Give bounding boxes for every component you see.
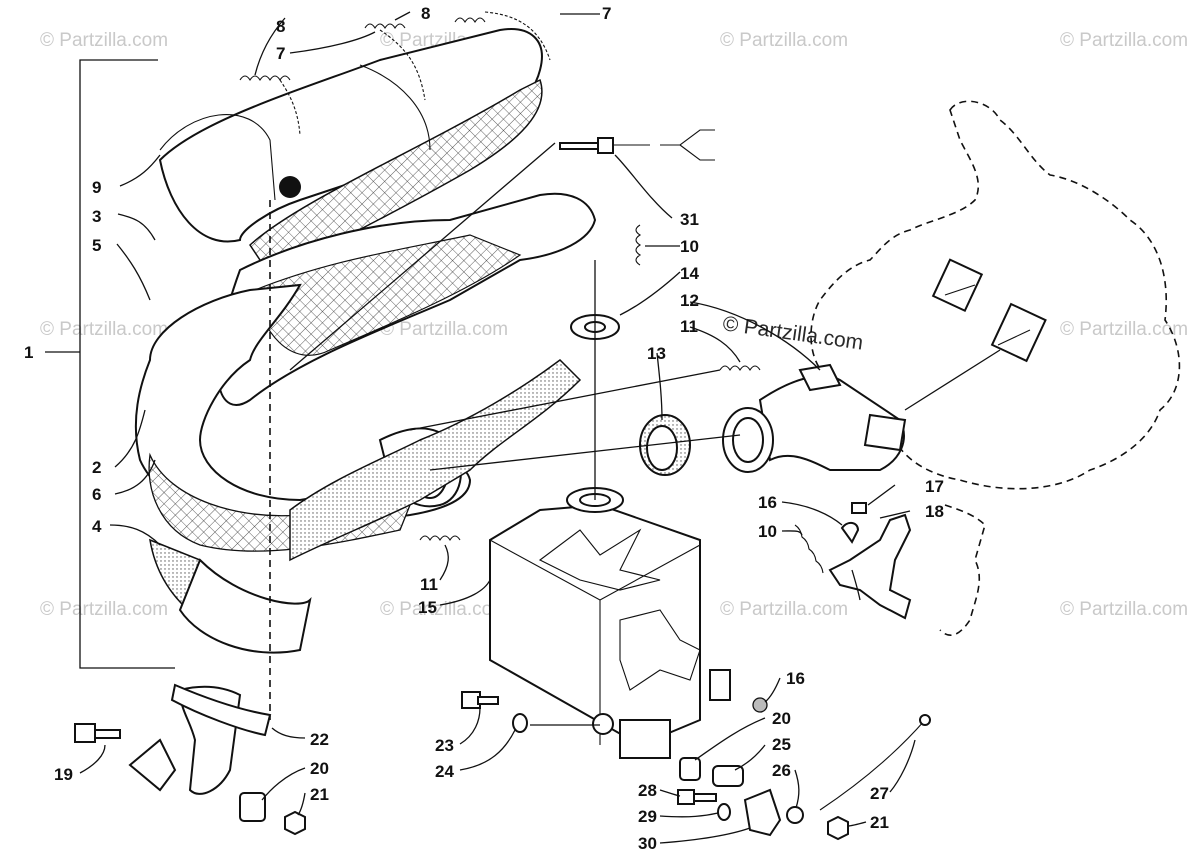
callout-5: 5 xyxy=(92,236,101,255)
callout-10-upper: 10 xyxy=(680,237,699,256)
watermark: © Partzilla.com xyxy=(40,599,168,620)
callout-16-upper: 16 xyxy=(758,493,777,512)
callout-23: 23 xyxy=(435,736,454,755)
callout-9: 9 xyxy=(92,178,101,197)
callout-21-right: 21 xyxy=(870,813,889,832)
resonator-box-15 xyxy=(489,487,731,759)
callout-7-left: 7 xyxy=(276,44,285,63)
watermark: © Partzilla.com xyxy=(1060,599,1188,620)
callout-27: 27 xyxy=(870,784,889,803)
callout-29: 29 xyxy=(638,807,657,826)
callout-20-right: 20 xyxy=(772,709,791,728)
hardware xyxy=(74,11,931,841)
exhaust-manifold-12 xyxy=(722,363,907,473)
callout-10-lower: 10 xyxy=(758,522,777,541)
callout-26: 26 xyxy=(772,761,791,780)
callout-28: 28 xyxy=(638,781,657,800)
watermark: © Partzilla.com xyxy=(1060,319,1188,340)
callout-15: 15 xyxy=(418,598,437,617)
watermark: © Partzilla.com xyxy=(40,30,168,51)
callout-20-lower: 20 xyxy=(310,759,329,778)
assembly-bracket-1 xyxy=(45,59,175,669)
callout-22: 22 xyxy=(310,730,329,749)
callout-25: 25 xyxy=(772,735,791,754)
callout-12: 12 xyxy=(680,291,699,310)
assembly-lines xyxy=(269,142,1001,726)
callout-31: 31 xyxy=(680,210,699,229)
callout-17: 17 xyxy=(925,477,944,496)
leader-lines xyxy=(79,11,916,844)
callout-11-lower: 11 xyxy=(420,575,438,594)
callout-13: 13 xyxy=(647,344,666,363)
bracket-18 xyxy=(828,513,912,620)
watermark: © Partzilla.com xyxy=(380,599,508,620)
watermark: © Partzilla.com xyxy=(40,319,168,340)
callout-4: 4 xyxy=(92,517,102,536)
callout-labels: 1 2 3 4 5 6 7 7 8 8 9 10 10 11 11 12 13 … xyxy=(24,4,944,853)
watermark: © Partzilla.com xyxy=(1060,30,1188,51)
callout-11-upper: 11 xyxy=(680,317,698,336)
watermark: © Partzilla.com xyxy=(720,599,848,620)
engine-mount-bracket-outline xyxy=(939,504,986,636)
watermark: © Partzilla.com xyxy=(380,319,508,340)
engine-studs xyxy=(931,258,1047,363)
callout-7-top: 7 xyxy=(602,4,611,23)
callout-24: 24 xyxy=(435,762,454,781)
callout-6: 6 xyxy=(92,485,101,504)
callout-18: 18 xyxy=(925,502,944,521)
seal-ring-13 xyxy=(639,414,691,476)
callout-21-lower: 21 xyxy=(310,785,329,804)
callout-8-top: 8 xyxy=(421,4,430,23)
callout-14: 14 xyxy=(680,264,699,283)
watermark-group: © Partzilla.com © Partzilla.com © Partzi… xyxy=(40,30,1188,620)
callout-30: 30 xyxy=(638,834,657,853)
callout-8-left: 8 xyxy=(276,17,285,36)
callout-1: 1 xyxy=(24,343,33,362)
watermark: © Partzilla.com xyxy=(720,30,848,51)
callout-2: 2 xyxy=(92,458,101,477)
callout-3: 3 xyxy=(92,207,101,226)
engine-outline xyxy=(810,100,1181,490)
callout-16-lower: 16 xyxy=(786,669,805,688)
callout-19: 19 xyxy=(54,765,73,784)
